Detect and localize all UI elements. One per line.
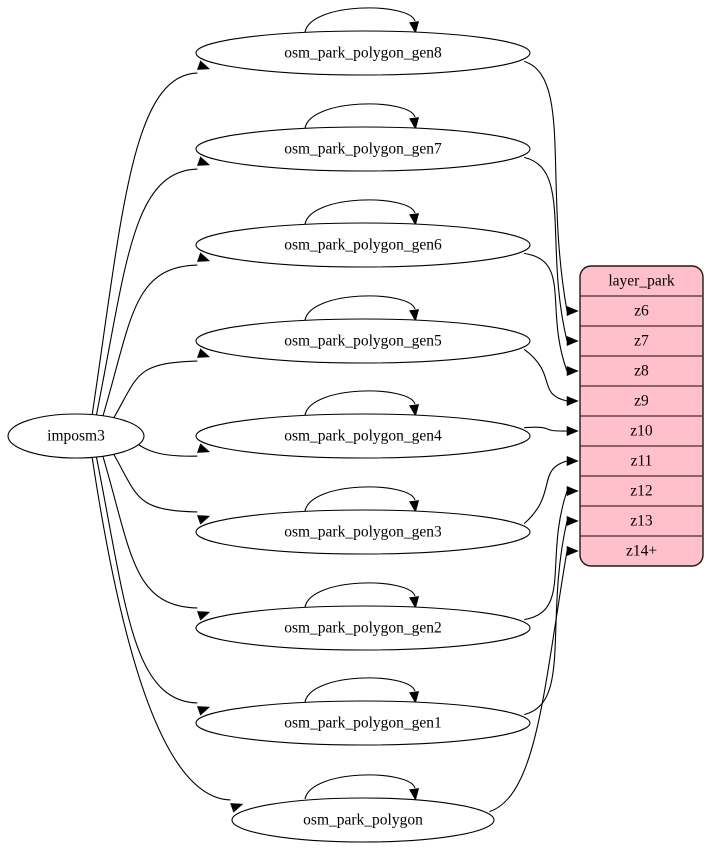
arrowhead-self-osm_park_polygon_gen6: [409, 213, 420, 226]
arrowhead-self-osm_park_polygon_gen4: [409, 404, 420, 417]
node-shape: [195, 413, 531, 459]
nodes-layer: imposm3 osm_park_polygon_gen8 osm_park_pol…: [7, 30, 531, 843]
arrowhead-self-osm_park_polygon_gen8: [409, 21, 420, 34]
table-row-z10[interactable]: z10: [630, 423, 653, 440]
arrowhead-layer_park.z14+: [566, 545, 579, 557]
node-label-osm_park_polygon_gen3: osm_park_polygon_gen3: [284, 524, 442, 541]
arrowhead-osm_park_polygon_gen4: [197, 443, 211, 453]
self-loop-osm_park_polygon_gen2: [304, 582, 416, 608]
node-shape: [231, 797, 495, 843]
node-label-osm_park_polygon_gen6: osm_park_polygon_gen6: [284, 237, 442, 254]
edge-osm_park_polygon_gen6-to-layer_park.z8: [524, 252, 568, 372]
arrowhead-layer_park.z12: [566, 485, 579, 497]
edge-imposm3-to-osm_park_polygon_gen5: [108, 360, 198, 427]
self-loop-osm_park_polygon_gen5: [304, 295, 416, 321]
arrowhead-osm_park_polygon_gen1: [197, 706, 211, 716]
node-osm_park_polygon_gen2[interactable]: osm_park_polygon_gen2: [195, 605, 531, 651]
edge-imposm3-to-osm_park_polygon_gen7: [95, 168, 198, 418]
edge-imposm3-to-osm_park_polygon_gen3: [108, 445, 198, 513]
tables-layer: layer_park z6 z7 z8 z9 z10 z11 z12 z13 z14+: [579, 265, 704, 567]
edge-imposm3-to-osm_park_polygon: [91, 455, 231, 801]
arrowhead-layer_park.z6: [566, 305, 579, 317]
arrowhead-osm_park_polygon_gen8: [197, 60, 211, 70]
table-row-z6[interactable]: z6: [634, 303, 649, 320]
table-row-z14+[interactable]: z14+: [626, 543, 657, 560]
node-label-osm_park_polygon_gen7: osm_park_polygon_gen7: [284, 141, 442, 158]
node-osm_park_polygon_gen8[interactable]: osm_park_polygon_gen8: [195, 30, 531, 76]
node-label-osm_park_polygon_gen4: osm_park_polygon_gen4: [284, 428, 442, 445]
node-label-osm_park_polygon_gen5: osm_park_polygon_gen5: [284, 333, 442, 350]
arrowhead-osm_park_polygon: [230, 803, 244, 813]
node-shape: [7, 413, 145, 459]
arrowhead-layer_park.z9: [566, 395, 579, 407]
arrowhead-layer_park.z11: [566, 455, 579, 467]
node-osm_park_polygon[interactable]: osm_park_polygon: [231, 797, 495, 843]
node-shape: [195, 509, 531, 555]
arrowhead-osm_park_polygon_gen5: [197, 348, 211, 358]
arrowhead-layer_park.z8: [566, 365, 579, 377]
arrowhead-self-osm_park_polygon_gen5: [409, 309, 420, 322]
arrowhead-layer_park.z13: [566, 515, 579, 527]
table-header-label: layer_park: [608, 273, 675, 290]
self-loop-osm_park_polygon_gen4: [304, 390, 416, 416]
arrowhead-osm_park_polygon_gen2: [197, 611, 211, 621]
node-shape: [195, 30, 531, 76]
arrowhead-self-osm_park_polygon_gen2: [409, 596, 420, 609]
arrowhead-osm_park_polygon_gen3: [197, 515, 211, 525]
edge-osm_park_polygon_gen8-to-layer_park.z6: [523, 60, 568, 312]
arrowhead-layer_park.z10: [566, 425, 579, 437]
arrowhead-self-osm_park_polygon_gen3: [409, 500, 420, 513]
node-osm_park_polygon_gen6[interactable]: osm_park_polygon_gen6: [195, 222, 531, 268]
node-osm_park_polygon_gen1[interactable]: osm_park_polygon_gen1: [195, 700, 531, 746]
arrowhead-self-osm_park_polygon: [409, 788, 420, 801]
node-osm_park_polygon_gen5[interactable]: osm_park_polygon_gen5: [195, 318, 531, 364]
arrowhead-osm_park_polygon_gen6: [197, 252, 211, 262]
self-loop-osm_park_polygon_gen6: [304, 199, 416, 225]
node-shape: [195, 126, 531, 172]
self-loop-osm_park_polygon_gen7: [304, 103, 416, 129]
node-shape: [195, 605, 531, 651]
arrowhead-layer_park.z7: [566, 335, 579, 347]
edge-imposm3-to-osm_park_polygon_gen2: [101, 451, 198, 609]
table-row-z8[interactable]: z8: [634, 363, 649, 380]
self-loop-osm_park_polygon_gen3: [304, 486, 416, 512]
node-label-osm_park_polygon: osm_park_polygon: [303, 812, 423, 829]
edge-imposm3-to-osm_park_polygon_gen8: [91, 72, 198, 417]
arrowhead-self-osm_park_polygon_gen1: [409, 691, 420, 704]
table-row-z7[interactable]: z7: [634, 333, 649, 350]
arrowhead-self-osm_park_polygon_gen7: [409, 117, 420, 130]
table-layer_park: layer_park z6 z7 z8 z9 z10 z11 z12 z13 z14+: [579, 265, 704, 567]
node-osm_park_polygon_gen4[interactable]: osm_park_polygon_gen4: [195, 413, 531, 459]
self-loop-osm_park_polygon: [304, 774, 416, 800]
table-row-z12[interactable]: z12: [630, 483, 652, 500]
node-shape: [195, 222, 531, 268]
self-loop-osm_park_polygon_gen8: [304, 7, 416, 33]
node-label-osm_park_polygon_gen2: osm_park_polygon_gen2: [284, 620, 442, 637]
table-row-z13[interactable]: z13: [630, 513, 653, 530]
node-shape: [195, 318, 531, 364]
node-imposm3[interactable]: imposm3: [7, 413, 145, 459]
edge-osm_park_polygon_gen2-to-layer_park.z12: [524, 490, 568, 621]
edge-osm_park_polygon_gen4-to-layer_park.z10: [524, 426, 568, 432]
table-row-z9[interactable]: z9: [634, 393, 649, 410]
node-shape: [195, 700, 531, 746]
edge-osm_park_polygon_gen7-to-layer_park.z7: [524, 156, 568, 342]
node-label-osm_park_polygon_gen1: osm_park_polygon_gen1: [284, 715, 442, 732]
edge-imposm3-to-osm_park_polygon_gen1: [95, 454, 198, 704]
table-row-z11[interactable]: z11: [631, 453, 653, 470]
edge-imposm3-to-osm_park_polygon_gen6: [101, 264, 198, 421]
edge-osm_park_polygon_gen1-to-layer_park.z13: [524, 520, 568, 716]
self-loop-osm_park_polygon_gen1: [304, 677, 416, 703]
node-osm_park_polygon_gen3[interactable]: osm_park_polygon_gen3: [195, 509, 531, 555]
edge-osm_park_polygon-to-layer_park.z14+: [489, 550, 568, 813]
edge-osm_park_polygon_gen5-to-layer_park.z9: [523, 348, 568, 402]
node-label-imposm3: imposm3: [47, 428, 105, 445]
arrowhead-osm_park_polygon_gen7: [197, 156, 211, 166]
node-osm_park_polygon_gen7[interactable]: osm_park_polygon_gen7: [195, 126, 531, 172]
edge-osm_park_polygon_gen3-to-layer_park.z11: [523, 460, 568, 525]
node-label-osm_park_polygon_gen8: osm_park_polygon_gen8: [284, 45, 442, 62]
